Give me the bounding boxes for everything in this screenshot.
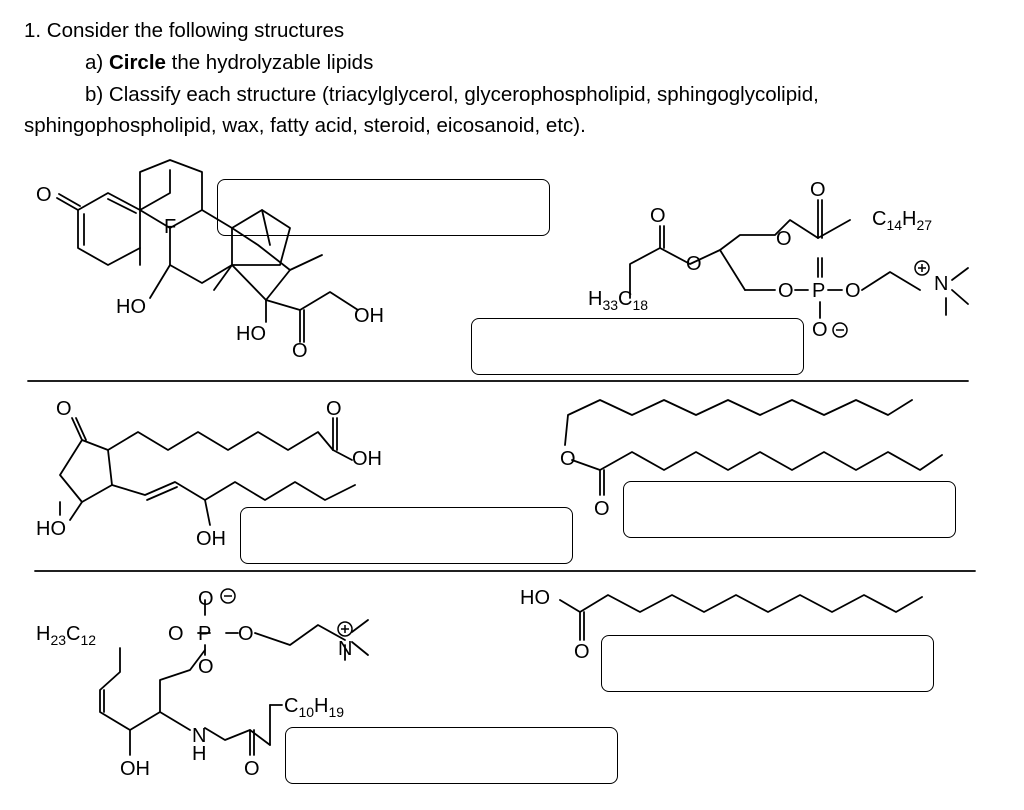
plus-charge-icon-2 <box>337 621 353 637</box>
svg-text:C10H19: C10H19 <box>284 695 344 720</box>
label-steroid-o-keto: O <box>292 340 308 362</box>
label-sm-r2-c: C <box>284 695 298 717</box>
label-sm-p: P <box>198 623 211 645</box>
label-sm-o4: O <box>198 656 214 678</box>
answer-box-wax[interactable] <box>623 481 956 538</box>
label-wax-o2: O <box>594 498 610 520</box>
label-sm-r2-csub: 10 <box>298 704 314 720</box>
label-pl-p: P <box>812 280 825 302</box>
label-fa-o: O <box>574 641 590 663</box>
label-steroid-ho2: HO <box>236 323 266 345</box>
svg-text:C14H27: C14H27 <box>872 208 932 233</box>
label-pl-r2-hsub: 33 <box>602 297 618 313</box>
label-pl-r1-c: C <box>872 208 886 230</box>
part-a-rest: the hydrolyzable lipids <box>165 51 374 74</box>
label-pg-o: O <box>56 398 72 420</box>
question-part-a: a) Circle the hydrolyzable lipids <box>85 50 373 75</box>
label-sm-o3: O <box>238 623 254 645</box>
label-pg-oh1: OH <box>352 448 382 470</box>
steroid-structure <box>56 159 359 343</box>
label-pl-r1-hsub: 27 <box>916 217 932 233</box>
label-pl-o2: O <box>686 253 702 275</box>
question-part-b-line1: b) Classify each structure (triacylglyce… <box>85 83 819 106</box>
label-steroid-o: O <box>36 184 52 206</box>
label-pl-r2-c: C <box>618 288 632 310</box>
label-pl-r1-csub: 14 <box>886 217 902 233</box>
svg-text:H23C12: H23C12 <box>36 623 96 648</box>
label-sm-o-minus: O <box>198 588 214 610</box>
label-steroid-f: F <box>164 216 176 238</box>
label-sm-r2-h: H <box>314 695 328 717</box>
answer-box-sphingomyelin[interactable] <box>285 727 618 784</box>
label-pl-r2-h: H <box>588 288 602 310</box>
part-a-bold-word: Circle <box>108 51 166 74</box>
label-pl-o3: O <box>776 228 792 250</box>
label-pl-o4: O <box>810 179 826 201</box>
label-sm-o-double: O <box>168 623 184 645</box>
answer-box-fatty-acid[interactable] <box>601 635 934 692</box>
part-a-prefix: a) <box>85 51 109 74</box>
charge-symbols <box>220 260 930 637</box>
label-sm-nh: H <box>192 743 206 765</box>
minus-charge-icon-2 <box>220 588 236 604</box>
label-pl-o6: O <box>845 280 861 302</box>
structure-labels: O F HO HO O OH O O O O O P O O N C14H27 … <box>36 179 948 780</box>
plus-charge-icon <box>914 260 930 276</box>
label-sm-r1-hsub: 23 <box>50 632 66 648</box>
label-fa-ho: HO <box>520 587 550 609</box>
label-sm-r2-hsub: 19 <box>328 704 344 720</box>
label-sm-o5: O <box>244 758 260 780</box>
prostaglandin-structure <box>59 417 356 526</box>
label-sm-n2: N <box>338 638 352 660</box>
sphingomyelin-structure <box>99 599 369 756</box>
label-pl-o-minus: O <box>812 319 828 341</box>
label-pg-o2: O <box>326 398 342 420</box>
label-pg-ho: HO <box>36 518 66 540</box>
phospholipid-structure <box>629 199 969 319</box>
label-sm-n: N <box>192 725 206 747</box>
label-sm-oh: OH <box>120 758 150 780</box>
minus-charge-icon <box>832 322 848 338</box>
label-sm-r1-c: C <box>66 623 80 645</box>
answer-box-prostaglandin[interactable] <box>240 507 573 564</box>
svg-text:H33C18: H33C18 <box>588 288 648 313</box>
label-steroid-ho1: HO <box>116 296 146 318</box>
label-sm-r1-csub: 12 <box>80 632 96 648</box>
label-pl-r1-h: H <box>902 208 916 230</box>
wax-structure <box>564 399 943 496</box>
label-steroid-oh: OH <box>354 305 384 327</box>
answer-box-steroid[interactable] <box>217 179 550 236</box>
label-pg-oh2: OH <box>196 528 226 550</box>
label-pl-o5: O <box>778 280 794 302</box>
label-pl-n: N <box>934 273 948 295</box>
label-wax-o1: O <box>560 448 576 470</box>
label-sm-r1-h: H <box>36 623 50 645</box>
answer-box-phospholipid[interactable] <box>471 318 804 375</box>
question-part-b-line2: sphingophospholipid, wax, fatty acid, st… <box>24 114 586 137</box>
fatty-acid-structure <box>559 594 923 641</box>
label-pl-o1: O <box>650 205 666 227</box>
label-pl-r2-csub: 18 <box>632 297 648 313</box>
question-heading: 1. Consider the following structures <box>24 19 345 42</box>
